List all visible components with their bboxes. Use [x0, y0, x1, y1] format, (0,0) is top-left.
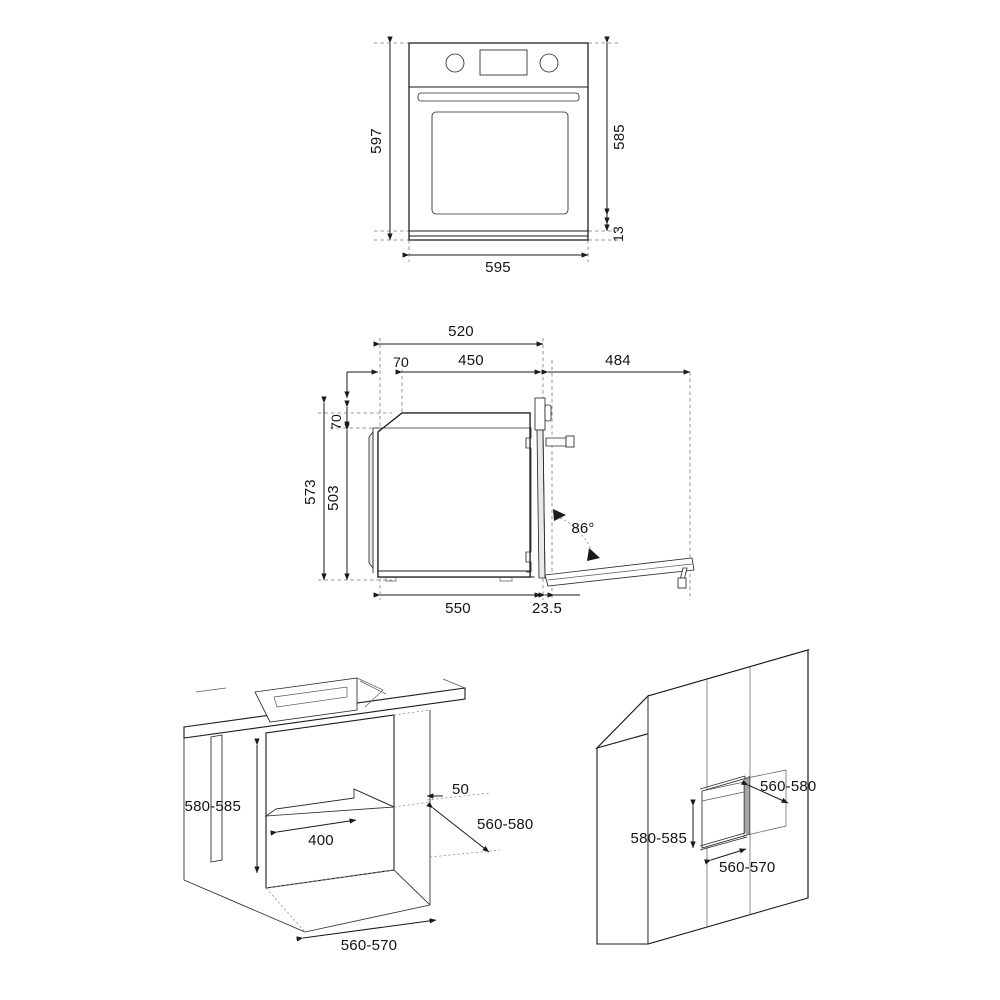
dim-label-uc-400: 400: [308, 832, 334, 849]
dim-label-uc-560-580: 560-580: [477, 816, 533, 833]
dim-front-595: 595: [402, 252, 589, 276]
cabinet-niche-shelf: [264, 788, 395, 817]
oven-door-hinge-assembly: [534, 397, 575, 579]
display-panel[interactable]: [479, 49, 528, 76]
dim-side-484: 484: [541, 352, 691, 375]
view-front-elevation: 597 585 13 595: [368, 36, 628, 276]
front-control-panel: [445, 49, 559, 76]
dim-uc-580-585: 580-585: [185, 738, 260, 874]
dim-label-597: 597: [368, 128, 385, 154]
dim-label-uc-50: 50: [452, 781, 469, 798]
dim-side-503: 503: [325, 423, 350, 581]
dim-tall-580-585: 580-585: [631, 799, 696, 849]
dim-side-573: 573: [302, 396, 327, 581]
oven-door-open-leaf: [544, 557, 695, 589]
dim-label-503: 503: [325, 485, 342, 511]
dim-tall-560-580: 560-580: [741, 778, 816, 804]
dim-uc-400: 400: [270, 818, 357, 849]
dim-front-585: 585: [604, 36, 628, 225]
tall-cabinet-niche: [699, 769, 787, 851]
dim-label-uc-560-570: 560-570: [341, 937, 397, 954]
dim-side-520: 520: [373, 323, 544, 347]
dim-label-tall-560-580: 560-580: [760, 778, 816, 795]
view-side-section: 520 70 450 484 70: [302, 323, 695, 617]
dim-label-tall-560-570: 560-570: [719, 859, 775, 876]
dim-side-angle-86: 86°: [553, 509, 600, 561]
dim-label-13: 13: [610, 226, 626, 242]
dim-label-23-5: 23.5: [532, 600, 562, 617]
dim-label-450: 450: [458, 352, 484, 369]
dim-front-13: 13: [604, 208, 626, 242]
oven-side-body: [368, 412, 535, 582]
view-under-counter-installation: 580-585 400 50 560-580 560: [183, 677, 533, 954]
oven-door-window: [431, 111, 569, 215]
oven-door-handle: [417, 92, 580, 102]
dim-uc-560-570: 560-570: [296, 918, 437, 954]
dim-side-550: 550: [373, 592, 542, 617]
dim-label-573: 573: [302, 479, 319, 505]
dim-label-70-top: 70: [393, 354, 409, 370]
dim-label-484: 484: [605, 352, 631, 369]
dim-front-597: 597: [368, 36, 393, 241]
hob-cutout: [254, 677, 387, 723]
dim-label-520: 520: [448, 323, 474, 340]
dim-side-70-top: 70: [344, 354, 409, 399]
dim-side-235: 23.5: [532, 592, 580, 617]
dim-label-uc-580-585: 580-585: [185, 798, 241, 815]
dim-label-595: 595: [485, 259, 511, 276]
dim-label-70-left: 70: [328, 414, 344, 430]
dim-label-550: 550: [445, 600, 471, 617]
dim-label-tall-580-585: 580-585: [631, 830, 687, 847]
control-knob-left-icon[interactable]: [445, 53, 465, 73]
dim-tall-560-570: 560-570: [704, 848, 775, 876]
view-tall-unit-installation: 560-580 580-585 560-570: [595, 648, 816, 945]
dim-label-86-deg: 86°: [571, 520, 594, 537]
dim-uc-50: 50: [426, 781, 469, 799]
dim-side-450: 450: [395, 352, 542, 375]
dim-uc-560-580: 560-580: [426, 792, 533, 858]
control-knob-right-icon[interactable]: [539, 53, 559, 73]
dim-label-585: 585: [611, 124, 628, 150]
dim-side-70-left: 70: [328, 400, 350, 430]
